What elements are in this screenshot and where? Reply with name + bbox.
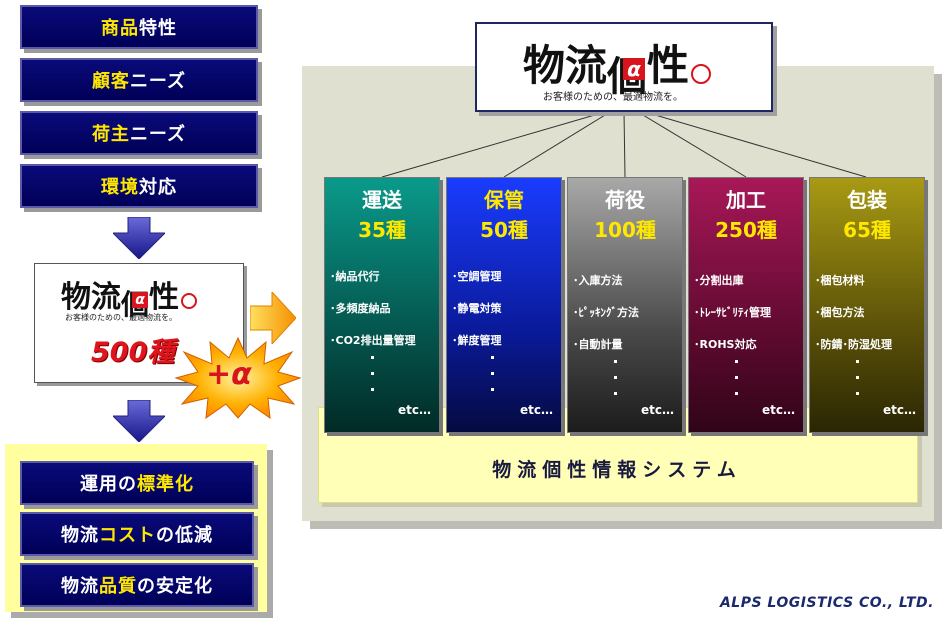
down-arrow-icon <box>113 400 165 442</box>
logo-text-before: 物流 <box>523 41 608 90</box>
category-count: 35種 <box>358 218 406 242</box>
category-name: 荷役 <box>605 188 645 212</box>
ellipsis-dot <box>491 388 494 391</box>
category-etc: etc… <box>883 403 916 417</box>
total-count: 500種 <box>91 337 175 368</box>
ellipsis-dot <box>491 372 494 375</box>
category-item: ･ROHS対応 <box>694 338 757 351</box>
category-item: ･鮮度管理 <box>452 334 502 347</box>
category-storage: 保管 50種 ･空調管理 ･静電対策 ･鮮度管理 etc… <box>446 177 562 433</box>
category-item: ･納品代行 <box>330 270 380 283</box>
category-etc: etc… <box>762 403 795 417</box>
logo-text-before: 物流 <box>61 280 121 315</box>
ellipsis-dot <box>491 356 494 359</box>
ellipsis-dot <box>614 392 617 395</box>
category-item: ･静電対策 <box>452 302 502 315</box>
factor-text: 対応 <box>139 177 177 198</box>
factor-highlight: 荷主 <box>91 124 130 145</box>
category-count: 250種 <box>715 218 777 242</box>
logo-swirl-icon <box>691 64 712 84</box>
category-item: ･防錆･防湿処理 <box>815 338 892 351</box>
company-name: ALPS LOGISTICS CO., LTD. <box>719 595 934 611</box>
category-item: ･分割出庫 <box>694 274 744 287</box>
result-standardization: 運用の標準化 <box>20 461 254 505</box>
result-highlight: コスト <box>99 525 156 546</box>
plus-alpha-burst <box>174 336 302 420</box>
category-etc: etc… <box>520 403 553 417</box>
category-item: ･自動計量 <box>573 338 623 351</box>
ellipsis-dot <box>856 376 859 379</box>
category-item: ･空調管理 <box>452 270 502 283</box>
category-processing: 加工 250種 ･分割出庫 ･ﾄﾚｰｻﾋﾞﾘﾃｨ管理 ･ROHS対応 etc… <box>688 177 804 433</box>
factor-product-characteristics: 商品特性 <box>20 5 258 49</box>
logo-text-after: 性 <box>647 41 690 90</box>
factor-text: ニーズ <box>129 71 187 92</box>
result-cost-reduction: 物流コストの低減 <box>20 512 254 556</box>
category-etc: etc… <box>641 403 674 417</box>
down-arrow-icon <box>113 217 165 259</box>
category-item: ･入庫方法 <box>573 274 623 287</box>
logo-tagline: お客様のための、最適物流を。 <box>543 92 683 103</box>
ellipsis-dot <box>735 360 738 363</box>
ellipsis-dot <box>371 372 374 375</box>
logo-wordmark: 物流 個 α 性 <box>523 32 712 100</box>
category-item: ･多頻度納品 <box>330 302 391 315</box>
result-highlight: 標準化 <box>137 474 194 495</box>
ellipsis-dot <box>735 376 738 379</box>
logo-alpha-icon: 個 α <box>607 42 647 100</box>
ellipsis-dot <box>856 392 859 395</box>
category-etc: etc… <box>398 403 431 417</box>
factor-highlight: 商品 <box>101 18 139 39</box>
category-item: ･ﾋﾟｯｷﾝｸﾞ方法 <box>573 306 639 319</box>
category-count: 100種 <box>594 218 656 242</box>
factor-environment: 環境対応 <box>20 164 258 208</box>
factor-highlight: 顧客 <box>91 71 130 92</box>
result-text: 物流 <box>61 525 99 546</box>
factor-shipper-needs: 荷主ニーズ <box>20 111 258 155</box>
category-item: ･梱包方法 <box>815 306 865 319</box>
category-count: 50種 <box>480 218 528 242</box>
category-item: ･梱包材料 <box>815 274 865 287</box>
logo-tagline: お客様のための、最適物流を。 <box>65 313 177 322</box>
right-arrow-icon <box>250 292 296 344</box>
ellipsis-dot <box>614 376 617 379</box>
category-name: 保管 <box>484 188 524 212</box>
ellipsis-dot <box>371 356 374 359</box>
main-logo-box: 物流 個 α 性 お客様のための、最適物流を。 <box>475 22 773 112</box>
logo-wordmark: 物流 個 α 性 <box>61 272 197 321</box>
category-item: ･CO2排出量管理 <box>330 334 416 347</box>
factor-customer-needs: 顧客ニーズ <box>20 58 258 102</box>
result-text: 運用の <box>80 474 137 495</box>
ellipsis-dot <box>856 360 859 363</box>
system-label: 物流個性情報システム <box>492 459 742 481</box>
category-packaging: 包装 65種 ･梱包材料 ･梱包方法 ･防錆･防湿処理 etc… <box>809 177 925 433</box>
logo-text-after: 性 <box>149 280 179 315</box>
logo-alpha-icon: 個 α <box>121 281 149 321</box>
result-text: の低減 <box>156 525 213 546</box>
category-count: 65種 <box>843 218 891 242</box>
plus-alpha-label: +α <box>206 357 252 392</box>
category-name: 包装 <box>847 188 887 212</box>
category-handling: 荷役 100種 ･入庫方法 ･ﾋﾟｯｷﾝｸﾞ方法 ･自動計量 etc… <box>567 177 683 433</box>
factor-text: 特性 <box>139 18 177 39</box>
result-text: 物流 <box>61 576 99 597</box>
factor-text: ニーズ <box>129 124 187 145</box>
ellipsis-dot <box>735 392 738 395</box>
category-item: ･ﾄﾚｰｻﾋﾞﾘﾃｨ管理 <box>694 306 771 319</box>
logo-swirl-icon <box>181 293 197 309</box>
result-quality-stabilization: 物流品質の安定化 <box>20 563 254 607</box>
result-text: の安定化 <box>137 576 213 597</box>
category-name: 運送 <box>362 188 402 212</box>
result-highlight: 品質 <box>99 576 137 597</box>
factor-highlight: 環境 <box>101 177 139 198</box>
ellipsis-dot <box>371 388 374 391</box>
category-transport: 運送 35種 ･納品代行 ･多頻度納品 ･CO2排出量管理 etc… <box>324 177 440 433</box>
ellipsis-dot <box>614 360 617 363</box>
category-name: 加工 <box>726 188 766 212</box>
